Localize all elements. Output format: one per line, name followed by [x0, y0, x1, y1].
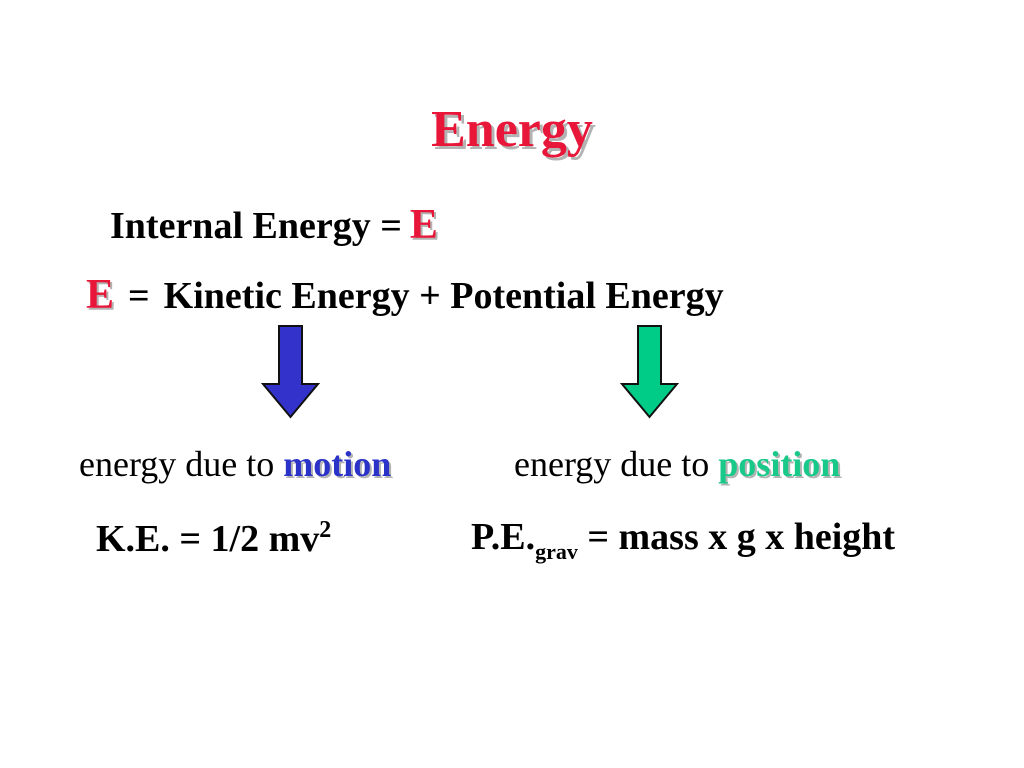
internal-energy-symbol: E: [409, 202, 438, 248]
kinetic-energy-term: Kinetic Energy: [163, 275, 410, 317]
position-keyword: position: [718, 444, 841, 484]
kinetic-description-prefix: energy due to: [79, 444, 275, 484]
internal-energy-line: Internal Energy =E: [110, 204, 438, 246]
motion-keyword: motion: [283, 444, 392, 484]
kinetic-energy-formula: K.E. = 1/2 mv2: [96, 518, 331, 558]
pe-formula-prefix: P.E.: [471, 516, 536, 558]
potential-down-arrow-icon: [619, 325, 680, 419]
energy-symbol: E: [86, 272, 115, 318]
potential-energy-formula: P.E.grav = mass x g x height: [471, 518, 895, 563]
slide-title: Energy: [431, 101, 593, 158]
kinetic-description: energy due to motion: [79, 446, 391, 482]
potential-energy-term: Potential Energy: [450, 275, 724, 317]
ke-formula-superscript: 2: [319, 517, 332, 543]
ke-formula-text: K.E. = 1/2 mv: [96, 518, 320, 560]
plus-sign: +: [419, 275, 441, 317]
internal-energy-label: Internal Energy =: [110, 205, 402, 247]
pe-formula-rest: = mass x g x height: [587, 516, 896, 558]
pe-formula-subscript: grav: [535, 539, 578, 564]
potential-description: energy due to position: [514, 446, 840, 482]
energy-equation-line: E = Kinetic Energy + Potential Energy: [86, 274, 724, 316]
kinetic-down-arrow-icon: [260, 325, 321, 419]
potential-description-prefix: energy due to: [514, 444, 710, 484]
equals-sign: =: [128, 275, 150, 317]
